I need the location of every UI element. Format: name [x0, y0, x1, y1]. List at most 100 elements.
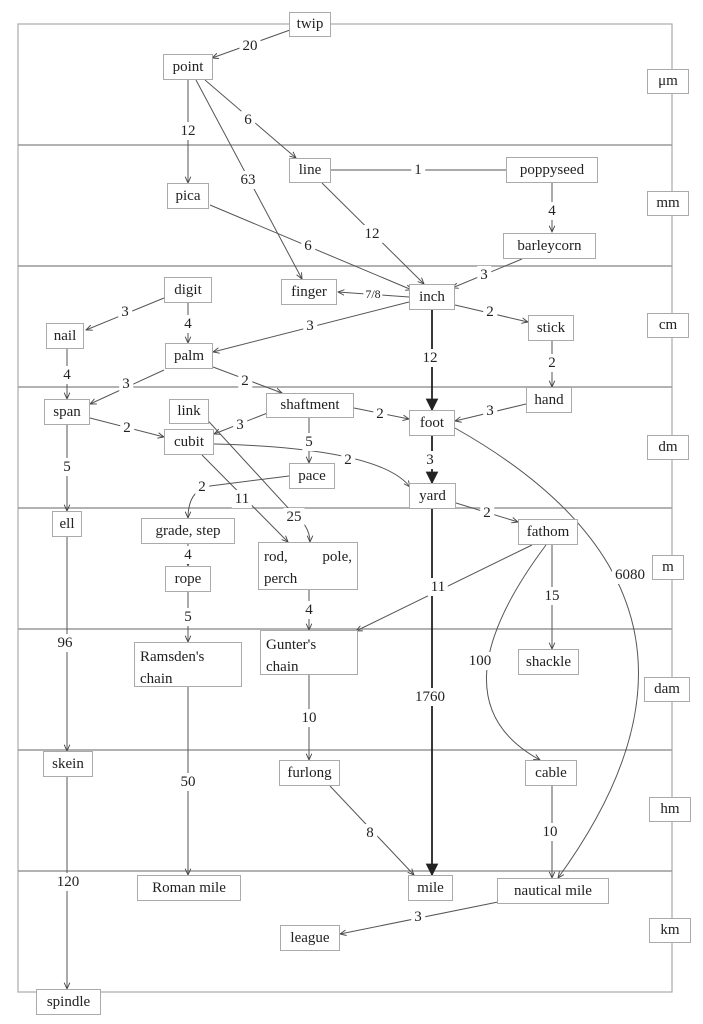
- node-label: pace: [298, 467, 326, 484]
- edge-factor-label: 25: [283, 508, 305, 526]
- edge-factor-label: 4: [181, 546, 195, 564]
- edge-factor-label: 11: [427, 578, 449, 596]
- node-label: ell: [59, 515, 75, 532]
- edge-factor-label: 3: [119, 375, 133, 393]
- node-label: cubit: [174, 433, 204, 450]
- node-label: shackle: [526, 653, 571, 670]
- node-grade: grade, step: [141, 518, 235, 544]
- edge-factor-label: 6: [301, 237, 315, 255]
- edge-factor-label: 2: [238, 372, 252, 390]
- edge-factor-label: 5: [302, 433, 316, 451]
- edge-factor-label: 63: [237, 171, 259, 189]
- node-label: pica: [175, 187, 201, 204]
- unit-label-mm: mm: [647, 191, 689, 216]
- edge-factor-label: 7/8: [363, 285, 383, 303]
- edge-factor-label: 4: [302, 601, 316, 619]
- node-shackle: shackle: [518, 649, 579, 675]
- node-nauticalmile: nautical mile: [497, 878, 609, 904]
- node-span: span: [44, 399, 90, 425]
- node-stick: stick: [528, 315, 574, 341]
- node-hand: hand: [526, 387, 572, 413]
- node-cable: cable: [525, 760, 577, 786]
- node-label: palm: [174, 347, 204, 364]
- edge-factor-label: 3: [118, 303, 132, 321]
- node-label: span: [53, 403, 81, 420]
- node-label: twip: [296, 16, 324, 32]
- node-label: hand: [534, 391, 564, 408]
- node-label: skein: [52, 755, 84, 772]
- node-label: mile: [417, 879, 444, 896]
- node-finger: finger: [281, 279, 337, 305]
- node-barleycorn: barleycorn: [503, 233, 596, 259]
- node-twip: twip: [289, 12, 331, 37]
- edge-factor-label: 3: [233, 416, 247, 434]
- edge-factor-label: 96: [54, 634, 76, 652]
- edge-factor-label: 50: [177, 773, 199, 791]
- edge-factor-label: 3: [477, 266, 491, 284]
- node-nail: nail: [46, 323, 84, 349]
- edge-factor-label: 1760: [412, 688, 448, 706]
- node-label: nautical mile: [514, 882, 592, 899]
- unit-label-um: μm: [647, 69, 689, 94]
- node-label: barleycorn: [517, 237, 582, 254]
- node-label: finger: [291, 283, 327, 300]
- node-yard: yard: [409, 483, 456, 509]
- edge-factor-label: 1: [411, 161, 425, 179]
- node-mile: mile: [408, 875, 453, 901]
- edge-factor-label: 5: [60, 458, 74, 476]
- node-pica: pica: [167, 183, 209, 209]
- edge-factor-label: 15: [541, 587, 563, 605]
- edge-factor-label: 2: [195, 478, 209, 496]
- node-league: league: [280, 925, 340, 951]
- node-palm: palm: [165, 343, 213, 369]
- node-label: rod, pole, perch: [264, 549, 352, 587]
- node-label: spindle: [46, 993, 91, 1010]
- unit-label-hm: hm: [649, 797, 691, 822]
- edge-factor-label: 8: [363, 824, 377, 842]
- node-line: line: [289, 158, 331, 183]
- node-label: line: [298, 162, 322, 178]
- node-label: fathom: [526, 523, 570, 540]
- node-label: link: [177, 403, 201, 419]
- node-point: point: [163, 54, 213, 80]
- edge-fathom-to-cable: [486, 544, 547, 760]
- node-label: stick: [536, 319, 566, 336]
- node-label: rope: [174, 570, 202, 587]
- node-pace: pace: [289, 463, 335, 489]
- edge-factor-label: 4: [545, 202, 559, 220]
- edge-factor-label: 12: [177, 122, 199, 140]
- edge-factor-label: 5: [181, 608, 195, 626]
- edge-factor-label: 12: [361, 225, 383, 243]
- node-ell: ell: [52, 511, 82, 537]
- edge-pace-to-grade: [188, 475, 290, 518]
- node-furlong: furlong: [279, 760, 340, 786]
- edge-factor-label: 6080: [612, 566, 648, 584]
- node-shaftment: shaftment: [266, 393, 354, 418]
- node-digit: digit: [164, 277, 212, 303]
- edge-factor-label: 3: [423, 451, 437, 469]
- node-label: Ramsden's chain: [140, 649, 205, 687]
- unit-label-m: m: [652, 555, 684, 580]
- node-foot: foot: [409, 410, 455, 436]
- node-spindle: spindle: [36, 989, 101, 1015]
- edge-factor-label: 4: [60, 366, 74, 384]
- node-label: furlong: [287, 764, 332, 781]
- node-skein: skein: [43, 751, 93, 777]
- node-poppyseed: poppyseed: [506, 157, 598, 183]
- node-gunter: Gunter's chain: [260, 630, 358, 675]
- edge-factor-label: 3: [303, 317, 317, 335]
- edge-foot-to-nauticalmile: [454, 427, 639, 878]
- node-rope: rope: [165, 566, 211, 592]
- edge-factor-label: 20: [239, 37, 261, 55]
- node-label: cable: [535, 764, 567, 781]
- node-inch: inch: [409, 284, 455, 310]
- node-cubit: cubit: [164, 429, 214, 455]
- edge-factor-label: 6: [241, 111, 255, 129]
- edge-factor-label: 2: [480, 504, 494, 522]
- node-label: Gunter's chain: [266, 637, 317, 675]
- edge-factor-label: 120: [53, 873, 83, 891]
- node-ramsden: Ramsden's chain: [134, 642, 242, 687]
- node-label: nail: [53, 327, 77, 344]
